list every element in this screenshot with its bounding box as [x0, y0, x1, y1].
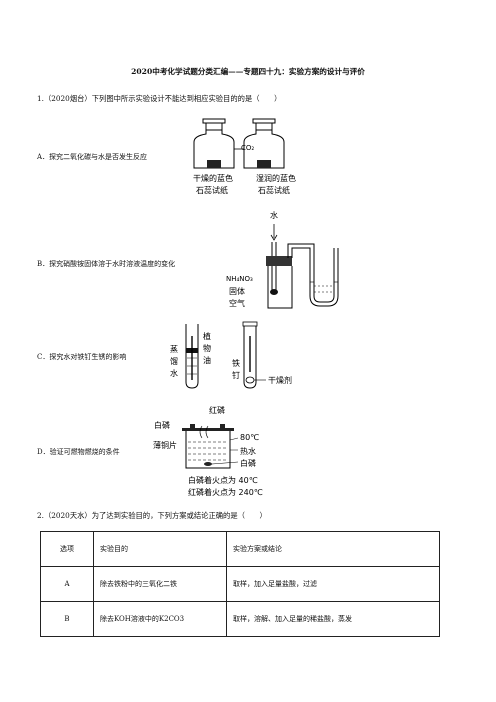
option-a: A．探究二氧化碳与水是否发生反应: [37, 153, 148, 161]
figure-a-co2-bottles: [193, 118, 285, 169]
solid-label: 固体: [229, 287, 245, 296]
copper-sheet-label: 薄铜片: [153, 441, 177, 450]
dry-litmus-label-2: 石蕊试纸: [196, 186, 228, 195]
distilled-label-1: 蒸: [170, 345, 178, 354]
white-phosphorus-top-label: 白磷: [154, 421, 170, 430]
co2-label: CO₂: [241, 144, 255, 152]
red-phosphorus-label: 红磷: [209, 406, 225, 415]
option-b: B．探究硝酸铵固体溶于水时溶液温度的变化: [37, 260, 176, 268]
ignition-note-2: 红磷着火点为 240℃: [188, 488, 263, 497]
ignition-note-1: 白磷着火点为 40℃: [188, 476, 258, 485]
distilled-label-2: 馏: [170, 357, 178, 366]
row-a-purpose: 除去铁粉中的三氧化二铁: [93, 566, 227, 602]
table-row: B 除去KOH溶液中的K2CO3 取样，溶解、加入足量的稀盐酸，蒸发: [40, 601, 440, 637]
option-c: C．探究水对铁钉生锈的影响: [37, 353, 127, 361]
nail-label-1: 铁: [232, 359, 240, 368]
wet-litmus-label-2: 石蕊试纸: [258, 186, 290, 195]
question-1-stem: 1.（2020烟台）下列图中所示实验设计不能达到相应实验目的的是（ ）: [37, 94, 282, 103]
row-b-method: 取样，溶解、加入足量的稀盐酸，蒸发: [226, 601, 440, 637]
question-2-stem: 2.（2020天水）为了达到实验目的，下列方案或结论正确的是（ ）: [37, 511, 267, 520]
water-label: 水: [270, 211, 278, 220]
header-purpose: 实验目的: [93, 531, 227, 567]
header-method: 实验方案或结论: [226, 531, 440, 567]
oil-label-3: 油: [203, 356, 211, 365]
row-a-option: A: [40, 566, 94, 602]
row-b-option: B: [40, 601, 94, 637]
distilled-label-3: 水: [170, 369, 178, 378]
page-title: 2020中考化学试题分类汇编——专题四十九：实验方案的设计与评价: [131, 67, 365, 76]
temperature-label: 80℃: [240, 433, 260, 442]
table-header-row: 选项 实验目的 实验方案或结论: [40, 531, 440, 567]
hot-water-label: 热水: [240, 447, 256, 456]
figure-d-combustion-beaker: [182, 424, 239, 469]
row-b-purpose: 除去KOH溶液中的K2CO3: [93, 601, 227, 637]
desiccant-label: 干燥剂: [268, 376, 292, 385]
figure-b-dissolution-apparatus: [266, 224, 339, 309]
air-label: 空气: [229, 299, 245, 308]
figure-c-rust-test-tubes: [185, 321, 266, 389]
header-option: 选项: [40, 531, 94, 567]
table-row: A 除去铁粉中的三氧化二铁 取样，加入足量盐酸，过滤: [40, 566, 440, 602]
nail-label-2: 钉: [232, 371, 240, 380]
row-a-method: 取样，加入足量盐酸，过滤: [226, 566, 440, 602]
oil-label-2: 物: [203, 344, 211, 353]
option-d: D．验证可燃物燃烧的条件: [37, 448, 120, 456]
dry-litmus-label-1: 干燥的蓝色: [193, 174, 233, 183]
nh4no3-label: NH₄NO₃: [226, 275, 253, 283]
answer-table: 选项 实验目的 实验方案或结论 A 除去铁粉中的三氧化二铁 取样，加入足量盐酸，…: [40, 531, 440, 637]
oil-label-1: 植: [203, 332, 211, 341]
wet-litmus-label-1: 湿润的蓝色: [256, 174, 296, 183]
white-phosphorus-bottom-label: 白磷: [240, 459, 256, 468]
